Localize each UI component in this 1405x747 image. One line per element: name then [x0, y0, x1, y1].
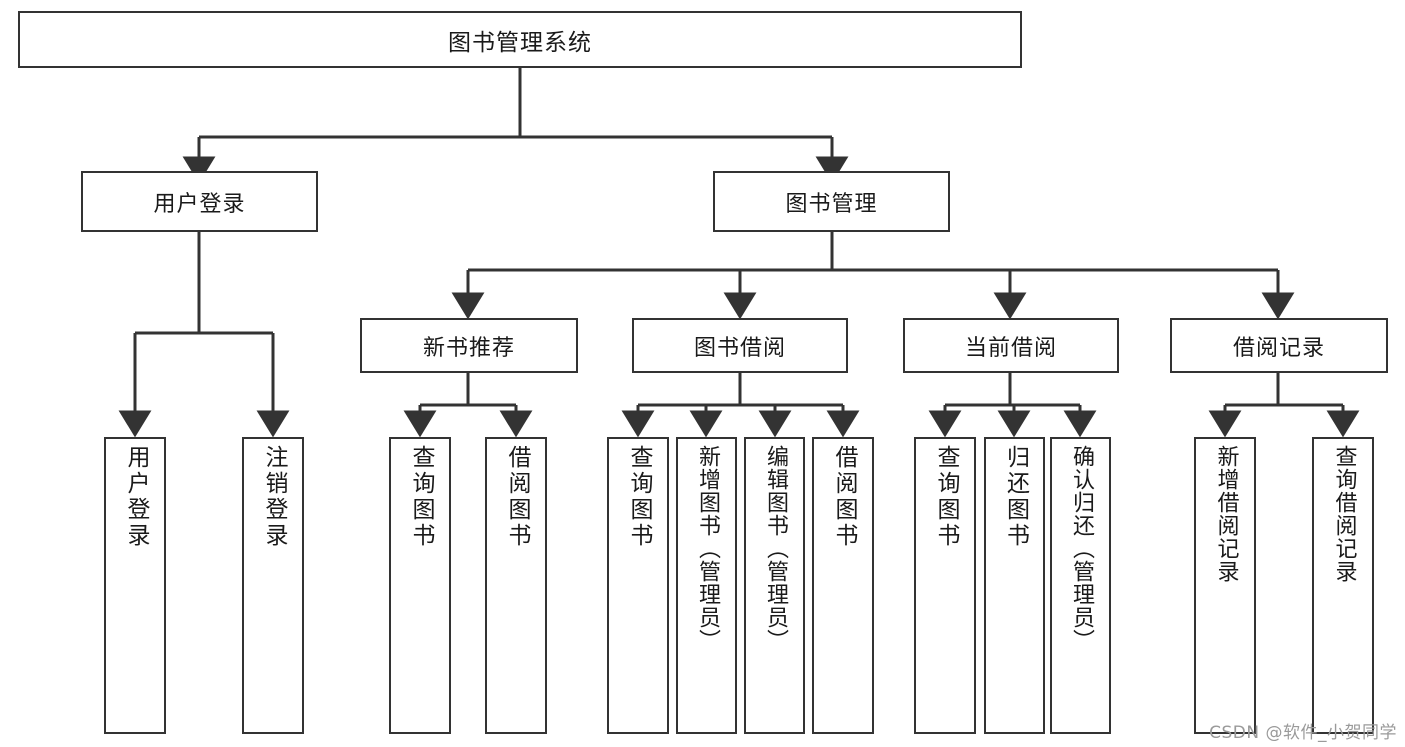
leaf-borrow-book-2[interactable]: 借阅图书: [812, 437, 874, 734]
leaf-add-book-label: 新增图书（管理员）: [694, 445, 720, 652]
leaf-query-record[interactable]: 查询借阅记录: [1312, 437, 1374, 734]
leaf-add-record-label: 新增借阅记录: [1213, 445, 1239, 583]
node-borrow-record[interactable]: 借阅记录: [1170, 318, 1388, 373]
leaf-confirm-return-label: 确认归还（管理员）: [1068, 445, 1094, 652]
node-user-login[interactable]: 用户登录: [81, 171, 318, 232]
node-current-borrow-label: 当前借阅: [964, 335, 1057, 361]
leaf-user-login-label: 用户登录: [122, 445, 149, 549]
leaf-edit-book[interactable]: 编辑图书（管理员）: [744, 437, 805, 734]
node-borrow-record-label: 借阅记录: [1232, 335, 1325, 361]
watermark: CSDN @软件_小贺同学: [1209, 723, 1397, 743]
leaf-return-book-label: 归还图书: [1002, 445, 1029, 549]
node-book-borrow[interactable]: 图书借阅: [632, 318, 848, 373]
node-new-book-rec-label: 新书推荐: [422, 335, 515, 361]
leaf-confirm-return[interactable]: 确认归还（管理员）: [1050, 437, 1111, 734]
leaf-add-record[interactable]: 新增借阅记录: [1194, 437, 1256, 734]
node-root[interactable]: 图书管理系统: [18, 11, 1022, 68]
leaf-borrow-book-1-label: 借阅图书: [503, 445, 530, 549]
leaf-logout-label: 注销登录: [260, 445, 287, 549]
leaf-add-book[interactable]: 新增图书（管理员）: [676, 437, 737, 734]
leaf-return-book[interactable]: 归还图书: [984, 437, 1045, 734]
leaf-query-book-1-label: 查询图书: [407, 445, 434, 549]
leaf-query-book-3[interactable]: 查询图书: [914, 437, 976, 734]
leaf-borrow-book-2-label: 借阅图书: [830, 445, 857, 549]
leaf-logout[interactable]: 注销登录: [242, 437, 304, 734]
leaf-query-book-2-label: 查询图书: [625, 445, 652, 549]
leaf-borrow-book-1[interactable]: 借阅图书: [485, 437, 547, 734]
node-book-manage[interactable]: 图书管理: [713, 171, 950, 232]
leaf-query-book-3-label: 查询图书: [932, 445, 959, 549]
node-user-login-label: 用户登录: [153, 191, 246, 217]
node-current-borrow[interactable]: 当前借阅: [903, 318, 1119, 373]
leaf-query-book-2[interactable]: 查询图书: [607, 437, 669, 734]
leaf-user-login[interactable]: 用户登录: [104, 437, 166, 734]
node-book-manage-label: 图书管理: [785, 191, 878, 217]
node-book-borrow-label: 图书借阅: [693, 335, 786, 361]
leaf-query-book-1[interactable]: 查询图书: [389, 437, 451, 734]
node-new-book-rec[interactable]: 新书推荐: [360, 318, 578, 373]
leaf-edit-book-label: 编辑图书（管理员）: [762, 445, 788, 652]
node-root-label: 图书管理系统: [448, 29, 592, 56]
leaf-query-record-label: 查询借阅记录: [1331, 445, 1357, 583]
